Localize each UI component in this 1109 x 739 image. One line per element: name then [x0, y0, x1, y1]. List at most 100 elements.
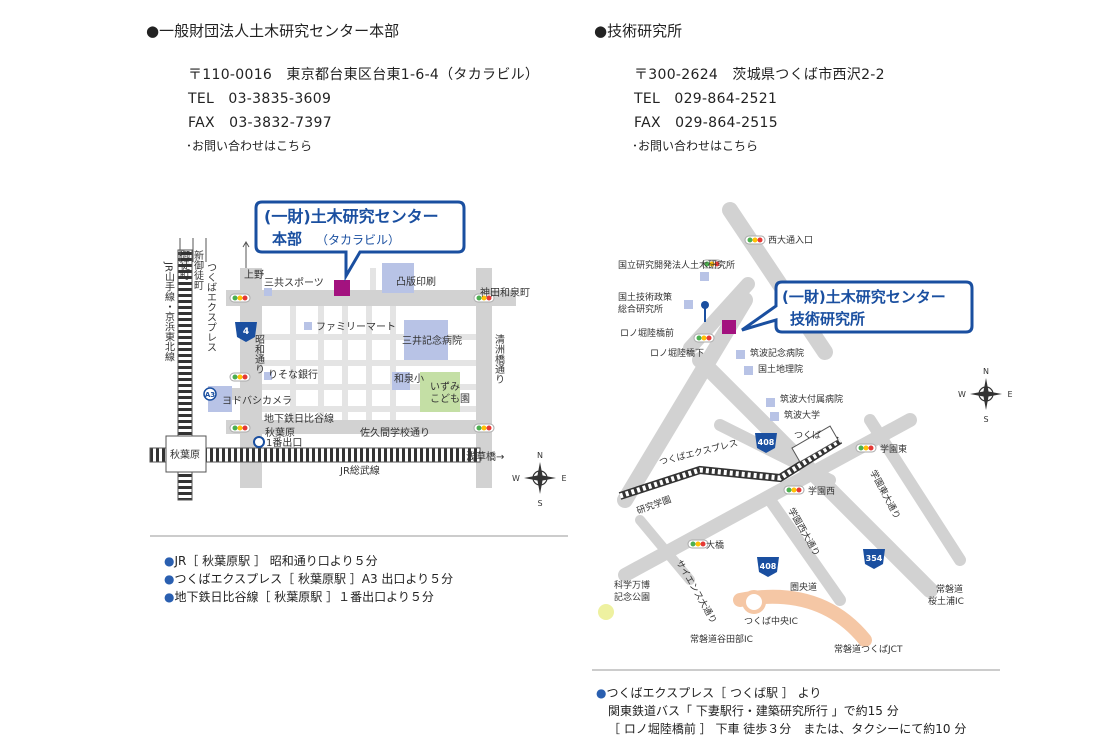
- hq-access-text: JR［ 秋葉原駅 ］ 昭和通り口より５分: [174, 554, 378, 568]
- hq-callout-line1: (一財)土木研究センター: [264, 207, 439, 226]
- hq-target-marker: [334, 280, 350, 296]
- label-kanda-izumi: 神田和泉町: [480, 286, 530, 299]
- label-jr-sobu: JR総武線: [339, 464, 380, 477]
- label-shin-okachimachi: 新御徒町: [192, 249, 204, 290]
- label-kiyosubashi: 清洲橋通り: [493, 333, 505, 384]
- route-408-shield-a: 408: [755, 433, 777, 453]
- label-ronobori-shita: ロノ堀陸橋下: [650, 347, 704, 359]
- label-okachimachi: 御徒町: [178, 249, 190, 280]
- exit1-marker: [253, 436, 265, 448]
- label-tsukuba-chuo-ic: つくば中央IC: [744, 615, 798, 627]
- label-tsukuba-univ: 筑波大学: [784, 409, 820, 421]
- label-yatabe-ic: 常磐道谷田部IC: [690, 633, 753, 645]
- resona-marker: [264, 372, 272, 380]
- label-nilim: 国土技術政策総合研究所: [618, 291, 672, 315]
- tech-compass-w: W: [958, 390, 966, 399]
- tech-access-list: ●つくばエクスプレス［ つくば駅 ］ より 関東鉄道バス「 下妻駅行・建築研究所…: [596, 684, 966, 738]
- tech-access-text: つくばエクスプレス［ つくば駅 ］ より: [606, 686, 822, 700]
- hq-fax: FAX 03-3832-7397: [188, 115, 332, 131]
- label-mitsui-hospital: 三井記念病院: [402, 334, 462, 347]
- tech-traffic-lights: [687, 235, 877, 549]
- hq-access-text: 地下鉄日比谷線［ 秋葉原駅 ］１番出口より５分: [174, 590, 434, 604]
- hq-access-list: ●JR［ 秋葉原駅 ］ 昭和通り口より５分 ●つくばエクスプレス［ 秋葉原駅 ］…: [164, 552, 453, 606]
- label-ronobori-mae: ロノ堀陸橋前: [620, 327, 674, 339]
- route-354-number: 354: [866, 554, 883, 563]
- label-gakuen-higashi-odori: 学園東大通り: [867, 468, 903, 521]
- label-hibiya: 地下鉄日比谷線: [264, 412, 334, 425]
- gsi-marker: [744, 366, 753, 375]
- bullet-icon: ●: [164, 590, 175, 604]
- label-jr-lines: JR山手線・京浜東北線: [163, 261, 175, 362]
- tech-fax: FAX 029-864-2515: [634, 115, 778, 131]
- tech-compass-n: N: [983, 367, 989, 376]
- tech-access-item: ［ ロノ堀陸橋前 ］ 下車 徒歩３分 または、タクシーにて約10 分: [596, 720, 966, 738]
- nilim-marker: [684, 300, 693, 309]
- label-izumi-kodomo: いずみこども園: [430, 381, 470, 405]
- tech-postal-address: 〒300-2624 茨城県つくば市西沢2-2: [634, 67, 885, 83]
- mitsui-hospital-building: [404, 320, 448, 360]
- hq-title: ●一般財団法人土木研究センター本部: [146, 22, 400, 40]
- univ-hospital-marker: [766, 398, 775, 407]
- label-science-expo: 科学万博記念公園: [614, 579, 650, 603]
- label-resona: りそな銀行: [268, 368, 318, 381]
- tech-compass-e: E: [1007, 390, 1012, 399]
- bullet-icon: ●: [596, 686, 607, 700]
- route-408-shield-b: 408: [757, 557, 779, 577]
- tech-access-text: ［ ロノ堀陸橋前 ］ 下車 徒歩３分 または、タクシーにて約10 分: [608, 722, 967, 736]
- hq-postal-address: 〒110-0016 東京都台東区台東1-6-4（タカラビル）: [188, 67, 540, 83]
- izumi-kodomoen-building: [420, 372, 460, 412]
- tech-callout-line2: 技術研究所: [790, 310, 865, 328]
- label-kenodo: 圏央道: [790, 581, 817, 593]
- label-yodobashi: ヨドバシカメラ: [222, 395, 292, 407]
- hq-contact-link[interactable]: ･お問い合わせはこちら: [186, 139, 313, 153]
- label-izumi: 和泉小: [394, 372, 424, 385]
- sankyo-marker: [264, 288, 272, 296]
- label-science-odori: サイエンス大通り: [673, 558, 719, 626]
- hq-compass: N S E W: [512, 451, 566, 508]
- label-akihabara: 秋葉原: [170, 448, 200, 461]
- route-354-shield: 354: [863, 549, 885, 569]
- kinen-hospital-marker: [736, 350, 745, 359]
- tech-callout-line1: (一財)土木研究センター: [782, 288, 946, 306]
- hq-compass-e: E: [561, 474, 566, 483]
- label-joban-sakura: 常磐道桜土浦IC: [928, 583, 964, 607]
- label-family-mart: ファミリーマート: [316, 322, 396, 333]
- hq-traffic-lights: [229, 293, 495, 433]
- label-toppan: 凸版印刷: [396, 275, 436, 288]
- label-pwri: 国立研究開発法人土木研究所: [618, 259, 735, 271]
- hq-compass-w: W: [512, 474, 520, 483]
- bullet-icon: ●: [164, 554, 175, 568]
- label-gakuen-higashi: 学園東: [880, 443, 907, 455]
- jr-sobu-line: [149, 447, 481, 463]
- label-asakusabashi: 浅草橋→: [466, 450, 504, 463]
- tsukuba-univ-marker: [770, 412, 779, 421]
- label-nishi-odori-iriguchi: 西大通入口: [768, 234, 813, 246]
- tech-access-item: 関東鉄道バス「 下妻駅行・建築研究所行 」で約15 分: [596, 702, 966, 720]
- hq-callout-line2b: （タカラビル）: [316, 233, 400, 247]
- tsukuba-chuo-ic-loop: [742, 590, 766, 614]
- route-408-number-a: 408: [758, 438, 775, 447]
- kasuga-dori-road: [226, 290, 516, 306]
- label-sankyo: 三共スポーツ: [264, 277, 324, 289]
- ueno-arrowhead: [242, 241, 250, 248]
- izumi-school-building: [392, 372, 410, 390]
- tech-target-marker: [722, 320, 736, 334]
- hq-access-item: ●つくばエクスプレス［ 秋葉原駅 ］A3 出口より５分: [164, 570, 453, 588]
- tech-compass: N S E W: [958, 367, 1012, 424]
- akihabara-station: [165, 435, 207, 473]
- tech-contact-link[interactable]: ･お問い合わせはこちら: [632, 139, 759, 153]
- bus-stop-pin: [701, 301, 709, 309]
- tech-compass-s: S: [983, 415, 988, 424]
- minor-roads: [262, 268, 476, 420]
- label-tsukuba: つくば: [794, 430, 821, 441]
- label-tsukuba-kinen: 筑波記念病院: [750, 347, 804, 359]
- label-gakuen-nishi: 学園西: [808, 485, 835, 497]
- label-gsi: 国土地理院: [758, 363, 803, 375]
- tech-access-text: 関東鉄道バス「 下妻駅行・建築研究所行 」で約15 分: [608, 704, 899, 718]
- label-univ-hospital: 筑波大付属病院: [780, 393, 843, 405]
- hq-tel: TEL 03-3835-3609: [188, 91, 332, 107]
- pwri-marker: [700, 272, 709, 281]
- hq-access-item: ●JR［ 秋葉原駅 ］ 昭和通り口より５分: [164, 552, 453, 570]
- familymart-marker: [304, 322, 312, 330]
